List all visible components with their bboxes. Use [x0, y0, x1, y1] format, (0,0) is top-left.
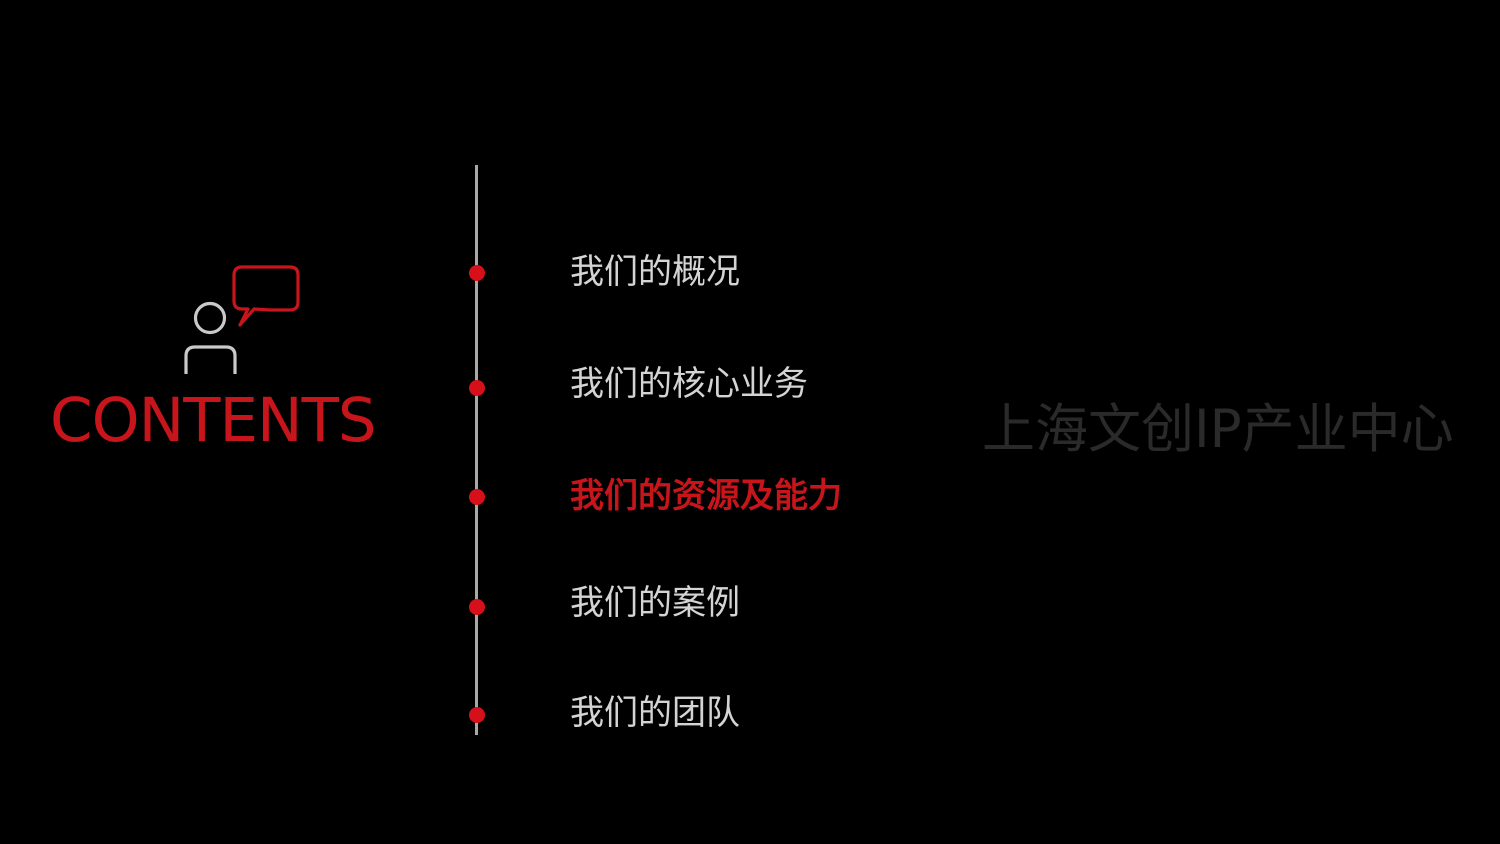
- timeline-dot: [469, 707, 485, 723]
- toc-item-cases[interactable]: 我们的案例: [570, 583, 740, 623]
- toc-item-team[interactable]: 我们的团队: [570, 693, 740, 733]
- person-speech-bubble-icon: [178, 262, 304, 378]
- timeline-dot: [469, 380, 485, 396]
- toc-item-resources-capabilities[interactable]: 我们的资源及能力: [570, 476, 842, 516]
- toc-item-core-business[interactable]: 我们的核心业务: [570, 364, 808, 404]
- timeline-dot: [469, 489, 485, 505]
- contents-title: CONTENTS: [50, 385, 377, 456]
- toc-item-overview[interactable]: 我们的概况: [570, 252, 740, 292]
- timeline-line: [475, 165, 478, 735]
- timeline-dot: [469, 599, 485, 615]
- timeline-dot: [469, 265, 485, 281]
- organization-watermark: 上海文创IP产业中心: [982, 399, 1454, 460]
